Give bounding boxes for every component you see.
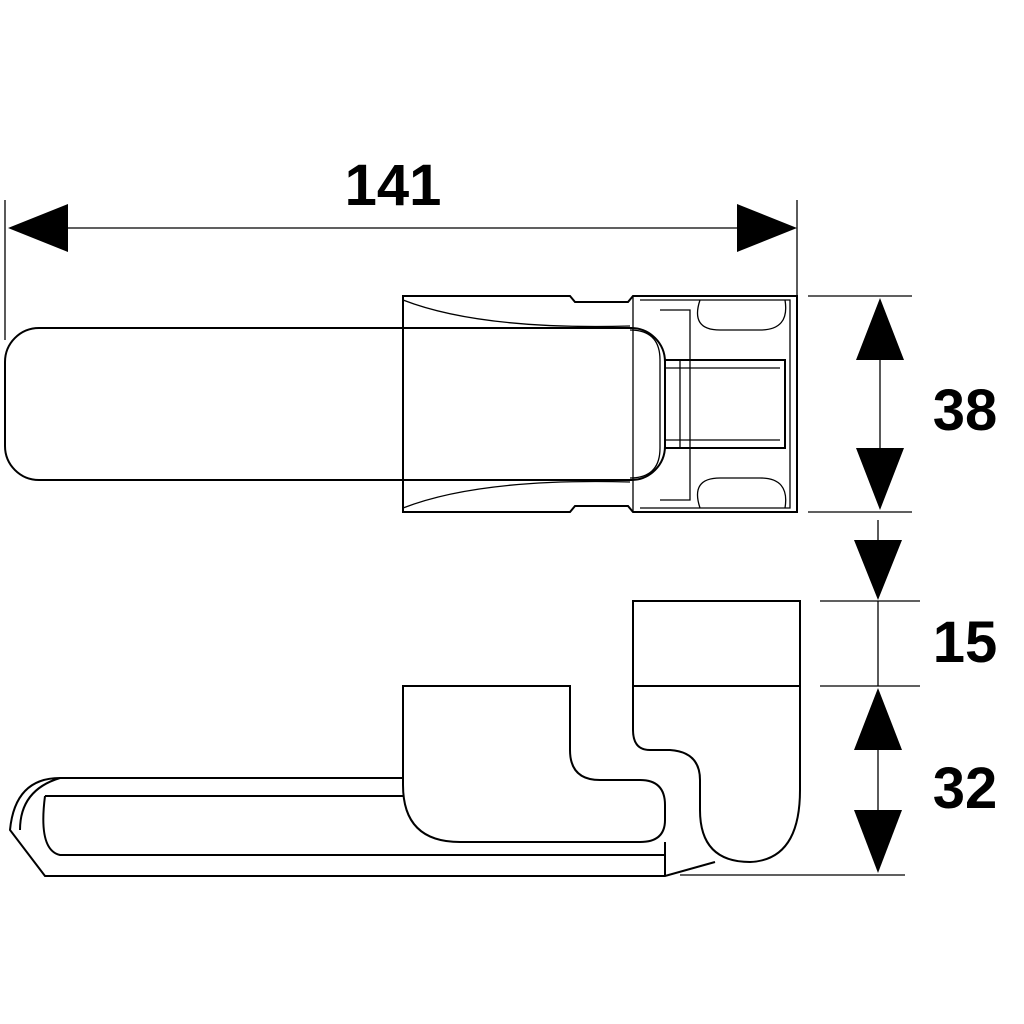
dimension-label-141: 141 — [345, 153, 442, 218]
dimension-label-15: 15 — [933, 610, 998, 675]
rose-outline — [402, 295, 798, 513]
lever-handle — [4, 327, 666, 481]
side-view — [8, 600, 801, 877]
rose-side — [632, 600, 801, 864]
lever-side — [8, 777, 716, 877]
dimension-15 — [820, 520, 920, 687]
dimension-32 — [680, 688, 905, 876]
top-view — [4, 295, 798, 513]
dimension-141 — [4, 200, 798, 340]
dimension-label-32: 32 — [933, 756, 998, 821]
dimension-38 — [808, 295, 912, 513]
lever-neck — [402, 685, 666, 843]
dimension-label-38: 38 — [933, 378, 998, 443]
